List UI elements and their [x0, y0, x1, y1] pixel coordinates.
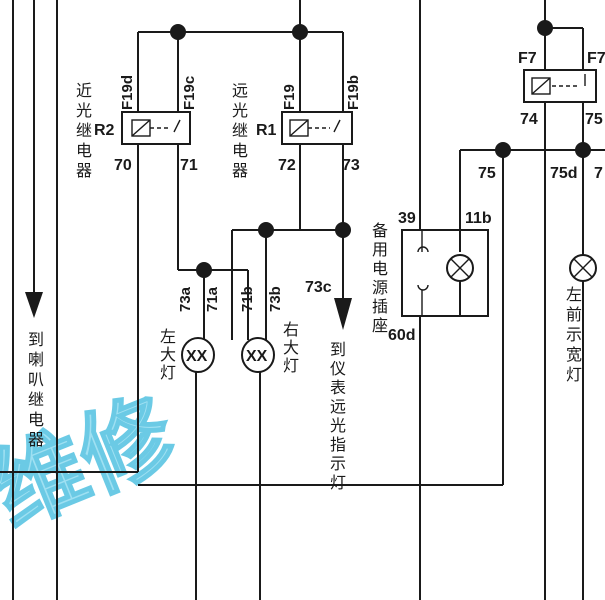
wire-71a: 71a — [204, 286, 221, 312]
relay-r2-pin-71: 71 — [180, 157, 198, 174]
wire-7: 7 — [594, 165, 603, 182]
dash-highbeam-label-text: 到仪表远光指示灯 — [330, 340, 346, 492]
relay-r2-id: R2 — [94, 122, 115, 139]
wire-73c: 73c — [305, 279, 332, 296]
headlamp-wiring — [0, 144, 352, 600]
left-vertical-wires — [12, 0, 58, 600]
relay-switch-icon — [173, 119, 181, 133]
wire-71b: 71b — [239, 286, 256, 312]
lamp-symbol-icon: XX — [186, 348, 208, 365]
right-headlamp-label-text: 右大灯 — [283, 320, 299, 375]
horn-relay-label: 到喇叭继电器 — [28, 330, 44, 449]
socket-contact-icon — [417, 246, 429, 253]
spare-socket-label-text: 备用电源插座 — [372, 221, 388, 335]
lamp-symbol-icon: XX — [246, 348, 268, 365]
relay-r2: R2 F19d F19c 70 71 — [94, 75, 198, 174]
relay-r1-pin-top-left: F19 — [281, 84, 298, 110]
wire-75d: 75d — [550, 165, 578, 182]
left-front-marker-label: 左前示宽灯 — [566, 285, 582, 384]
right-relay-group: F7 F7 74 75 75 75d 7 — [138, 0, 605, 600]
relay-coil-icon — [531, 77, 551, 95]
right-headlamp: XX — [241, 337, 275, 373]
relay-r1: R1 F19 F19b 72 73 — [256, 75, 362, 174]
socket-pin-39: 39 — [398, 210, 416, 227]
relay-r1-name-vertical-text: 远光继电器 — [232, 81, 248, 180]
horn-relay-label-text: 到喇叭继电器 — [28, 330, 44, 449]
relay-r1-pin-73: 73 — [342, 157, 360, 174]
relay-f7-pin-75: 75 — [585, 111, 603, 128]
relay-r1-pin-top-right: F19b — [345, 75, 362, 110]
socket-pin-11b: 11b — [465, 210, 492, 227]
relay-r2-pin-top-right: F19c — [181, 76, 198, 110]
relay-bus — [137, 0, 344, 112]
wire-labels: 73a 71a 71b 73b 73c — [177, 279, 332, 312]
relay-r2-pin-top-left: F19d — [119, 75, 136, 110]
wire-73b: 73b — [267, 286, 284, 312]
relay-r2-pin-70: 70 — [114, 157, 132, 174]
left-headlamp-label: 左大灯 — [160, 327, 176, 382]
relay-r1-id: R1 — [256, 122, 277, 139]
right-headlamp-label: 右大灯 — [283, 320, 299, 375]
left-headlamp-label-text: 左大灯 — [160, 327, 176, 382]
relay-f7-pin-74: 74 — [520, 111, 538, 128]
dash-highbeam-label: 到仪表远光指示灯 — [330, 340, 346, 492]
arrow-down-icon — [25, 292, 43, 318]
spare-socket: 39 11b 60d — [388, 150, 492, 344]
relay-f7-pin-top-right: F7 — [587, 50, 605, 67]
relay-f7-pin-top-left: F7 — [518, 50, 537, 67]
spare-socket-label: 备用电源插座 — [372, 221, 388, 335]
relay-r1-pin-72: 72 — [278, 157, 296, 174]
socket-pin-60d: 60d — [388, 327, 416, 344]
left-front-marker-label-text: 左前示宽灯 — [566, 285, 582, 384]
wire-75: 75 — [478, 165, 496, 182]
relay-r1-name-vertical: 远光继电器 — [232, 81, 248, 180]
relay-r2-name-vertical: 近光继电器 — [76, 81, 92, 180]
relay-switch-icon — [333, 119, 341, 133]
wire-73a: 73a — [177, 286, 194, 312]
arrow-down-icon — [334, 298, 352, 330]
relay-r2-name-vertical-text: 近光继电器 — [76, 81, 92, 180]
left-headlamp: XX — [181, 337, 215, 373]
